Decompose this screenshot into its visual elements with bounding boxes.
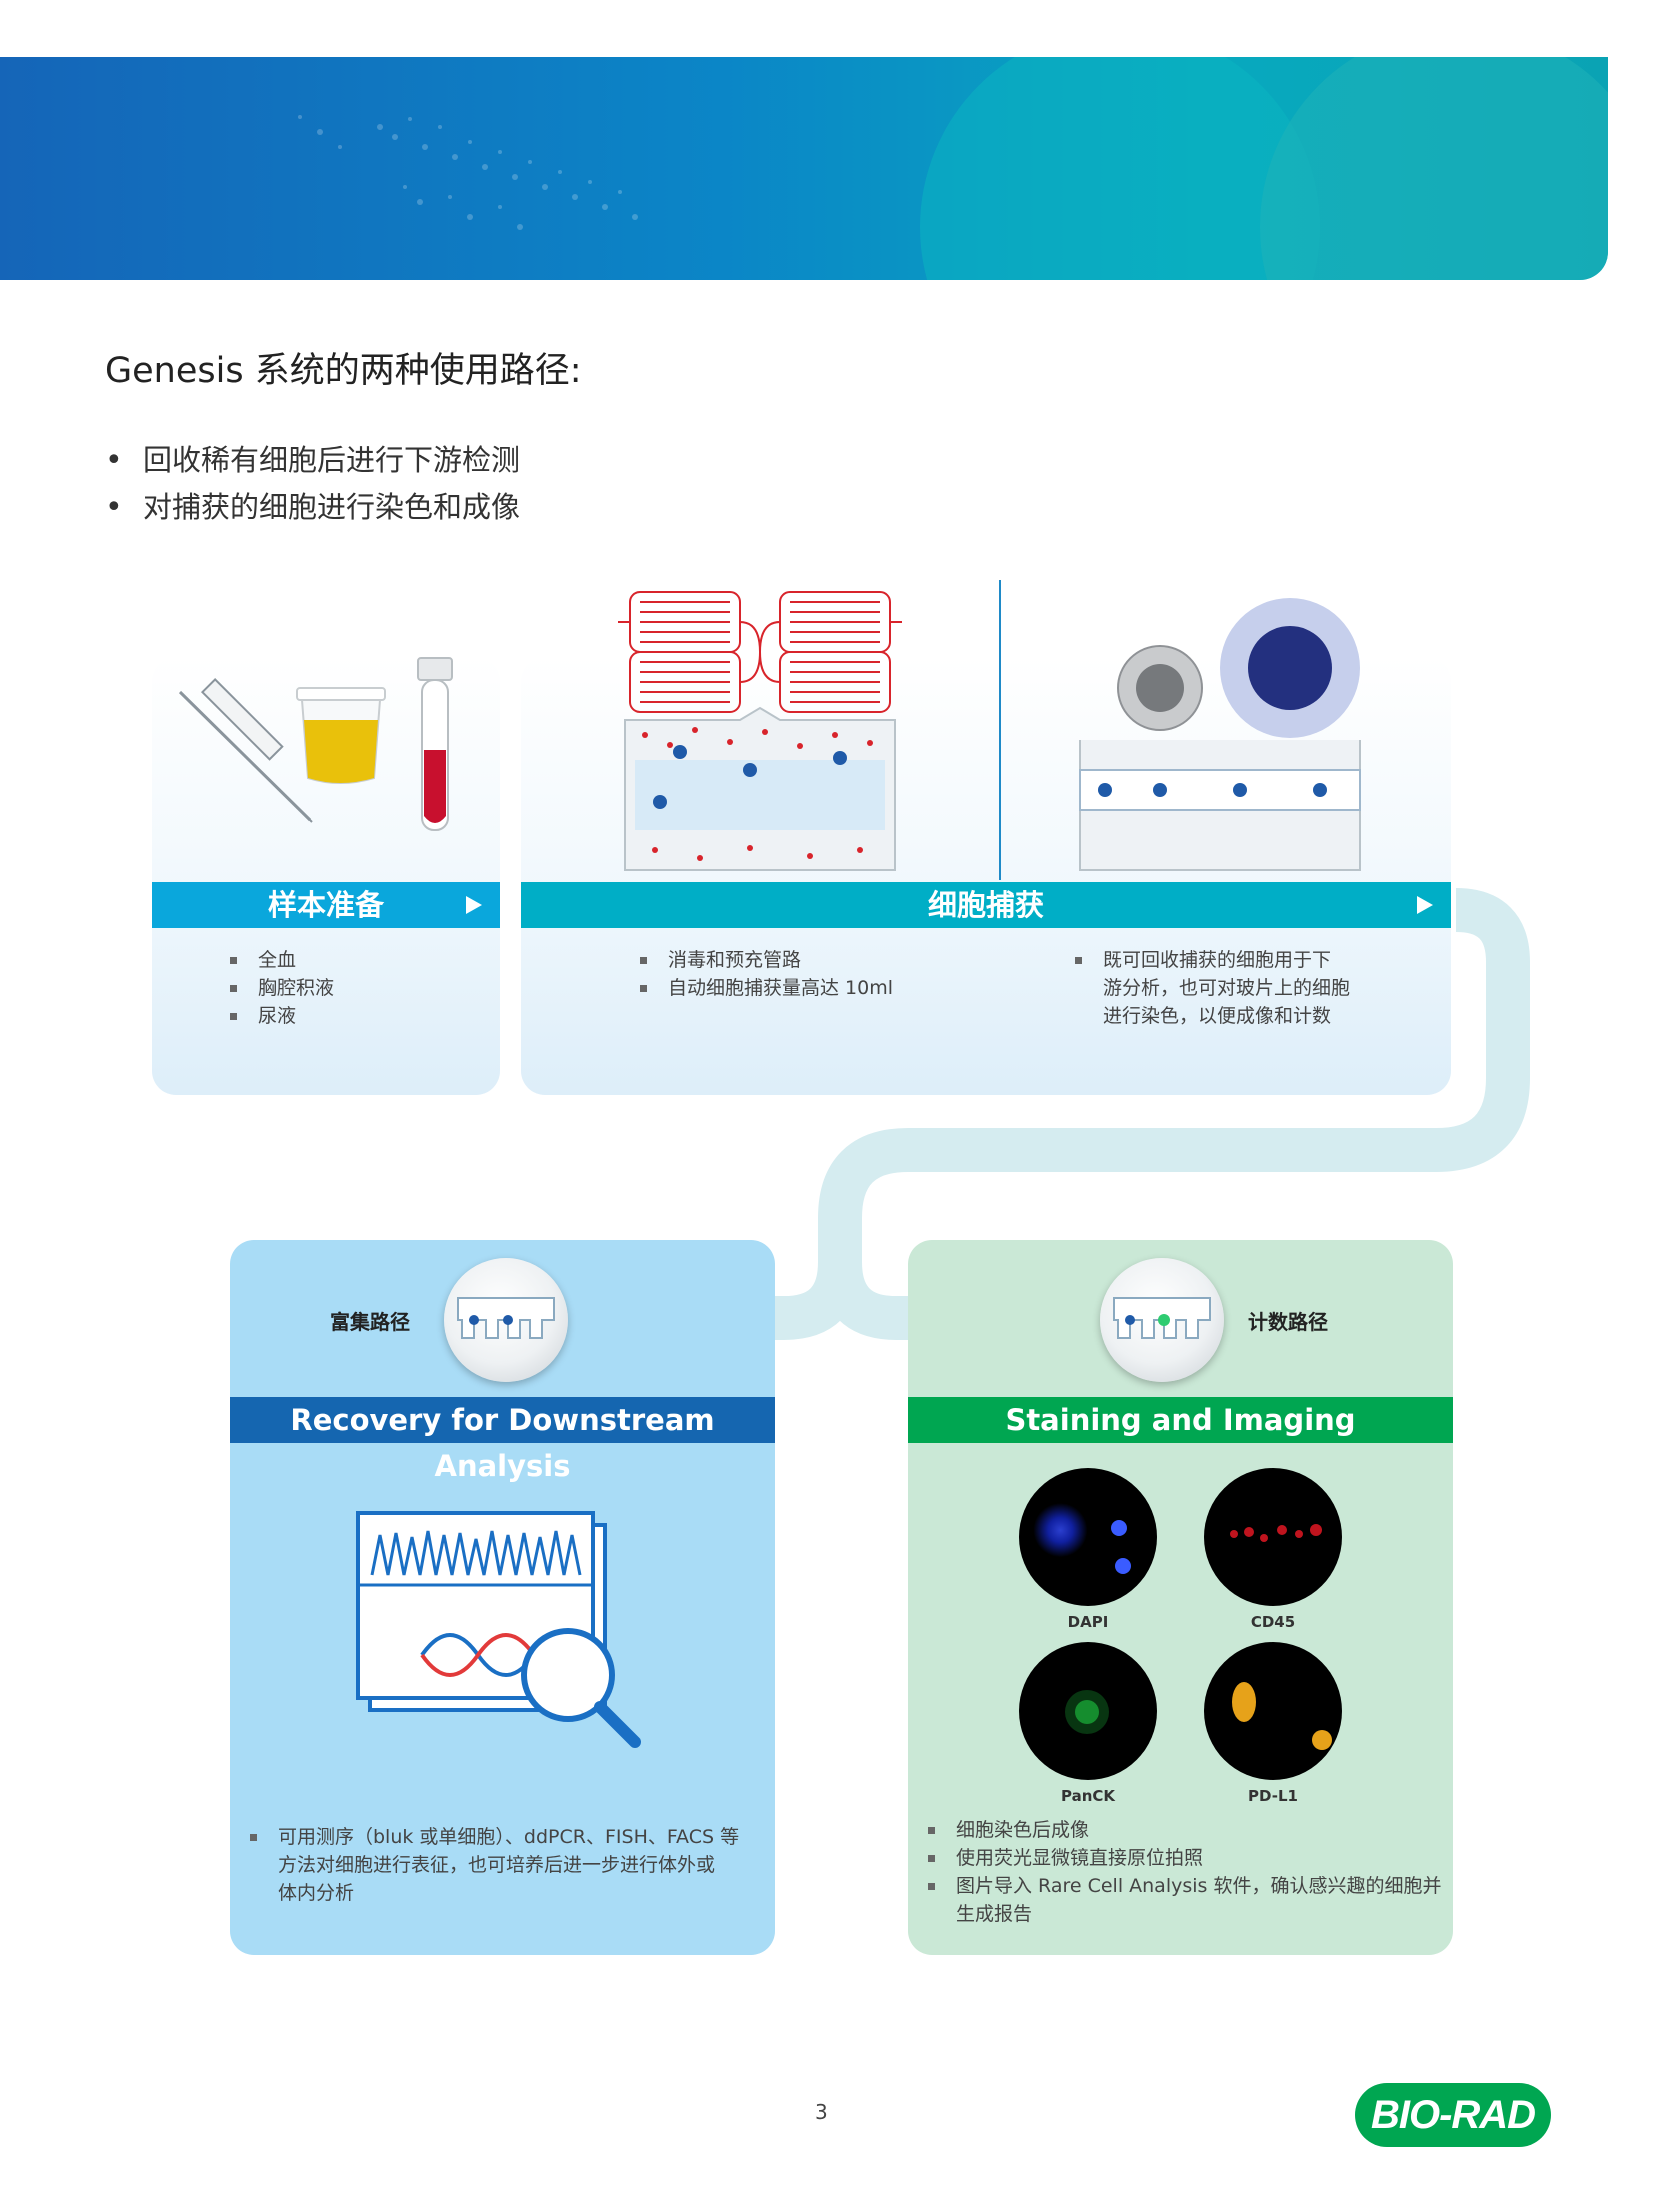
- list-item-line: 方法对细胞进行表征，也可培养后进一步进行体外或: [278, 1854, 716, 1876]
- stain-label: DAPI: [1067, 1613, 1109, 1631]
- staining-title: Staining and Imaging: [1005, 1403, 1356, 1437]
- list-item: 图片导入 Rare Cell Analysis 软件，确认感兴趣的细胞并 生成报…: [928, 1872, 1441, 1928]
- recovery-title: Recovery for Downstream Analysis: [290, 1403, 715, 1483]
- list-item: 胸腔积液: [230, 974, 334, 1002]
- list-item-line: 生成报告: [956, 1903, 1033, 1925]
- step-capture-bar: 细胞捕获: [521, 882, 1451, 928]
- captured-cells-icon: [1079, 598, 1361, 871]
- recovery-note: 可用测序（bluk 或单细胞）、ddPCR、FISH、FACS 等 方法对细胞进…: [250, 1823, 739, 1907]
- sequencing-analysis-icon: [356, 1511, 641, 1748]
- arrow-right-icon: [1417, 896, 1433, 914]
- intro-bullets: 回收稀有细胞后进行下游检测 对捕获的细胞进行染色和成像: [105, 437, 520, 531]
- dapi-cells: [1111, 1520, 1131, 1574]
- staining-lens-icon: [1100, 1258, 1224, 1382]
- pdl1-image: [1204, 1642, 1342, 1780]
- list-item: 细胞染色后成像: [928, 1816, 1441, 1844]
- stain-label: PD-L1: [1248, 1787, 1298, 1805]
- step-sample-bar: 样本准备: [152, 882, 500, 928]
- list-item-line: 进行染色，以便成像和计数: [1103, 1005, 1332, 1027]
- list-item: 消毒和预充管路: [640, 946, 893, 974]
- list-item: 全血: [230, 946, 334, 974]
- sample-list: 全血 胸腔积液 尿液: [230, 946, 334, 1030]
- recovery-tag: 富集路径: [330, 1310, 410, 1334]
- stain-label: CD45: [1250, 1613, 1296, 1631]
- list-item: 可用测序（bluk 或单细胞）、ddPCR、FISH、FACS 等 方法对细胞进…: [250, 1823, 739, 1907]
- bio-rad-logo: BIO-RAD: [1355, 2083, 1551, 2147]
- list-item: 自动细胞捕获量高达 10ml: [640, 974, 893, 1002]
- list-item-line: 既可回收捕获的细胞用于下: [1103, 949, 1332, 971]
- filter-chamber-icon: [624, 706, 896, 871]
- cell-trap-icon: [1113, 1297, 1211, 1339]
- step-sample-label: 样本准备: [267, 888, 384, 922]
- blood-tube-icon: [417, 657, 453, 831]
- capture-list-right: 既可回收捕获的细胞用于下 游分析，也可对玻片上的细胞 进行染色，以便成像和计数: [1075, 946, 1350, 1030]
- arrow-right-icon: [466, 896, 482, 914]
- stain-label: PanCK: [1060, 1787, 1116, 1805]
- capture-list-left: 消毒和预充管路 自动细胞捕获量高达 10ml: [640, 946, 893, 1002]
- banner-graphic: [298, 57, 1608, 280]
- list-item-line: 图片导入 Rare Cell Analysis 软件，确认感兴趣的细胞并: [956, 1875, 1442, 1897]
- intro-title: Genesis 系统的两种使用路径:: [105, 351, 582, 391]
- list-item-line: 游分析，也可对玻片上的细胞: [1103, 977, 1351, 999]
- recovery-lens-icon: [444, 1258, 568, 1382]
- list-item: 既可回收捕获的细胞用于下 游分析，也可对玻片上的细胞 进行染色，以便成像和计数: [1075, 946, 1350, 1030]
- staining-notes: 细胞染色后成像 使用荧光显微镜直接原位拍照 图片导入 Rare Cell Ana…: [928, 1816, 1441, 1928]
- sample-illustration: [178, 657, 453, 831]
- intro-bullet: 回收稀有细胞后进行下游检测: [105, 437, 520, 484]
- header-banner: [0, 57, 1608, 280]
- page-number: 3: [815, 2100, 828, 2124]
- panck-image: [1019, 1642, 1157, 1780]
- list-item-line: 体内分析: [278, 1882, 355, 1904]
- pdl1-cells: [1232, 1682, 1332, 1750]
- urine-cup-icon: [296, 687, 386, 784]
- panck-cells: [1065, 1690, 1109, 1734]
- list-item-line: 可用测序（bluk 或单细胞）、ddPCR、FISH、FACS 等: [278, 1826, 740, 1848]
- cell-trap-icon: [457, 1297, 555, 1339]
- connector-branch: [818, 1261, 1170, 1340]
- list-item: 使用荧光显微镜直接原位拍照: [928, 1844, 1441, 1872]
- dapi-image: [1019, 1468, 1157, 1606]
- staining-title-bar: Staining and Imaging: [908, 1397, 1453, 1443]
- intro-bullet: 对捕获的细胞进行染色和成像: [105, 484, 520, 531]
- syringe-icon: [178, 677, 313, 823]
- cd45-cells: [1230, 1524, 1322, 1542]
- microfluidic-cassette-icon: [618, 591, 902, 713]
- capture-illustration: [618, 580, 1361, 880]
- cd45-image: [1204, 1468, 1342, 1606]
- list-item: 尿液: [230, 1002, 334, 1030]
- recovery-title-bar: Recovery for Downstream Analysis: [230, 1397, 775, 1483]
- step-capture-label: 细胞捕获: [927, 888, 1044, 922]
- staining-tag: 计数路径: [1248, 1310, 1328, 1334]
